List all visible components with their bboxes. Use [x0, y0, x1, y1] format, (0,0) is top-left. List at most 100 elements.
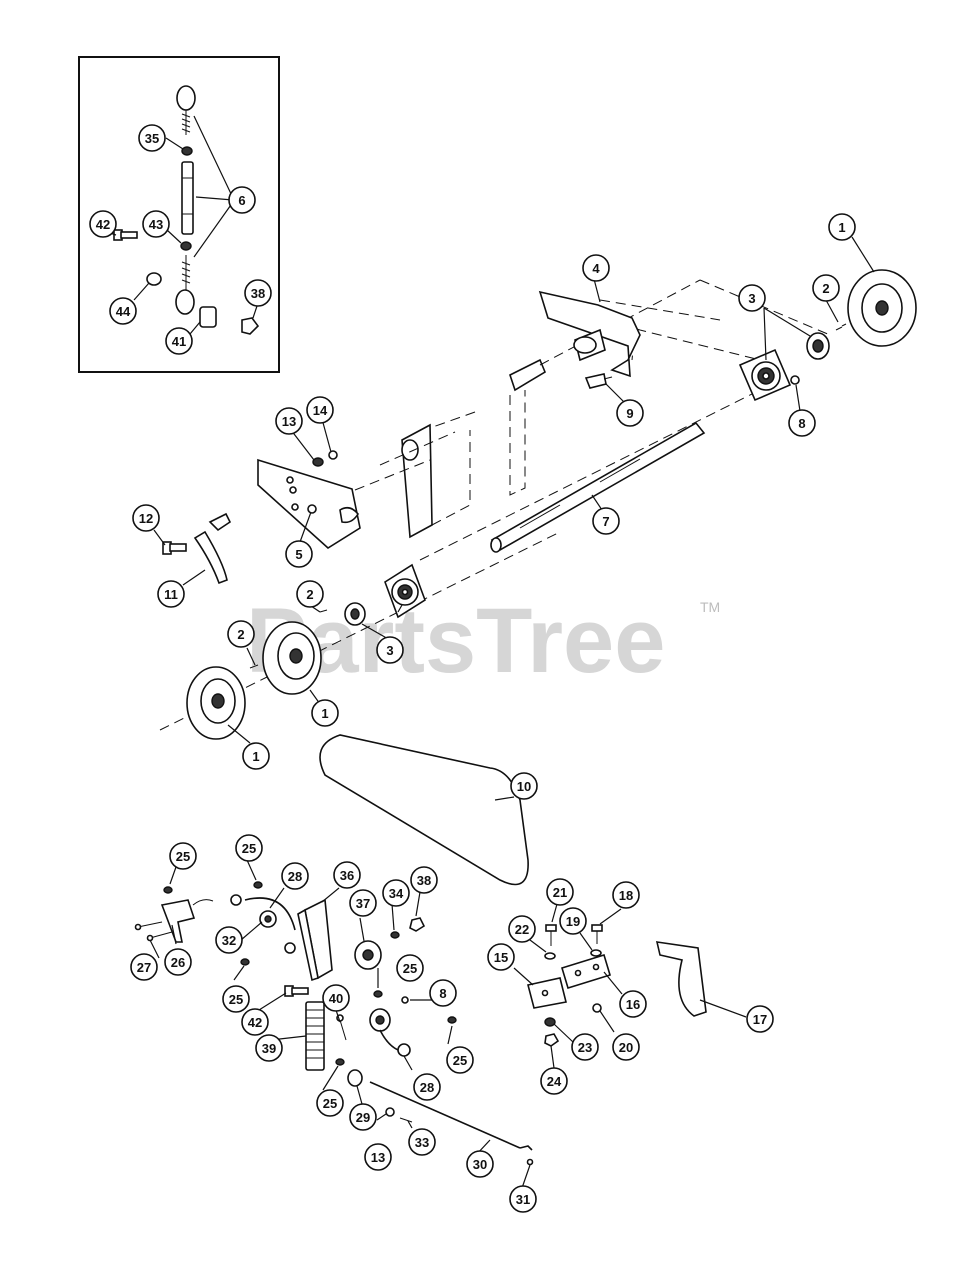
part-callout: 31 [509, 1185, 537, 1213]
callout-label: 25 [453, 1053, 467, 1068]
callout-circle [592, 507, 620, 535]
callout-circle [364, 1143, 392, 1171]
callout-circle [788, 409, 816, 437]
callout-circle [466, 1150, 494, 1178]
callout-circle [410, 866, 438, 894]
pulley-right [847, 269, 917, 347]
washer-14 [328, 450, 338, 460]
bracket-26 [160, 899, 196, 943]
part-callout: 44 [109, 297, 137, 325]
part-callout: 1 [311, 699, 339, 727]
washer-19 [590, 949, 602, 957]
callout-label: 42 [248, 1015, 262, 1030]
callout-label: 3 [386, 643, 393, 658]
callout-circle [828, 213, 856, 241]
pulley-left-lower [186, 666, 246, 740]
callout-circle [215, 926, 243, 954]
nut-23 [544, 1017, 556, 1027]
part-callout: 4 [582, 254, 610, 282]
part-callout: 36 [333, 861, 361, 889]
callout-label: 34 [389, 886, 404, 901]
part-callout: 14 [306, 396, 334, 424]
bracket-11 [193, 512, 232, 585]
shaft-7 [490, 421, 706, 553]
bracket-17 [655, 941, 707, 1017]
callout-label: 25 [242, 841, 256, 856]
belt-10 [319, 734, 529, 886]
part-callout: 2 [296, 580, 324, 608]
turnbuckle-assembly [175, 85, 196, 315]
callout-circle [446, 1046, 474, 1074]
callout-circle [235, 834, 263, 862]
idler-arm-32 [230, 894, 296, 954]
callout-label: 39 [262, 1041, 276, 1056]
callout-circle [89, 210, 117, 238]
inset-spacer-41 [199, 306, 217, 328]
callout-circle [612, 881, 640, 909]
callout-label: 32 [222, 933, 236, 948]
callout-circle [165, 327, 193, 355]
part-callout: 6 [228, 186, 256, 214]
part-callout: 3 [376, 636, 404, 664]
callout-label: 12 [139, 511, 153, 526]
key-left-upper [319, 609, 328, 613]
callout-label: 28 [420, 1080, 434, 1095]
part-callout: 1 [242, 742, 270, 770]
callout-circle [306, 396, 334, 424]
part-callout: 25 [316, 1089, 344, 1117]
nut-8-right [790, 375, 800, 385]
pulley-left-upper [262, 621, 322, 695]
part-callout: 17 [746, 1005, 774, 1033]
nut-13-upper [312, 457, 324, 467]
callout-label: 25 [323, 1096, 337, 1111]
callout-label: 6 [238, 193, 245, 208]
callout-label: 8 [798, 416, 805, 431]
callout-circle [227, 620, 255, 648]
part-callout: 25 [169, 842, 197, 870]
callout-circle [546, 878, 574, 906]
nut-25-f [335, 1058, 345, 1066]
part-callout: 28 [281, 862, 309, 890]
callout-circle [285, 540, 313, 568]
part-callout: 34 [382, 879, 410, 907]
callout-circle [408, 1128, 436, 1156]
callout-circle [157, 580, 185, 608]
callout-circle [222, 985, 250, 1013]
nut-8-lower [401, 996, 409, 1004]
watermark-trademark: TM [700, 599, 720, 615]
part-callout: 30 [466, 1150, 494, 1178]
callout-label: 25 [176, 849, 190, 864]
callout-label: 43 [149, 217, 163, 232]
part-callout: 35 [138, 124, 166, 152]
callout-label: 2 [237, 627, 244, 642]
part-callout: 25 [222, 985, 250, 1013]
leaders [149, 236, 875, 1189]
callout-label: 42 [96, 217, 110, 232]
flange-bearing-left [384, 563, 426, 619]
part-callout: 39 [255, 1034, 283, 1062]
callout-circle [746, 1005, 774, 1033]
callout-label: 8 [439, 986, 446, 1001]
callout-circle [311, 699, 339, 727]
callout-label: 28 [288, 869, 302, 884]
callout-label: 4 [592, 261, 600, 276]
part-callout: 33 [408, 1128, 436, 1156]
callout-circle [376, 636, 404, 664]
callout-label: 26 [171, 955, 185, 970]
callout-circle [540, 1067, 568, 1095]
callout-label: 21 [553, 885, 567, 900]
callout-label: 40 [329, 991, 343, 1006]
callout-label: 30 [473, 1157, 487, 1172]
callout-circle [169, 842, 197, 870]
spring-hook-26 [192, 899, 214, 906]
callout-circle [132, 504, 160, 532]
bracket-4 [538, 290, 641, 378]
callout-label: 7 [602, 514, 609, 529]
callout-label: 1 [252, 749, 259, 764]
callout-circle [296, 580, 324, 608]
callout-circle [571, 1033, 599, 1061]
part-callout: 24 [540, 1067, 568, 1095]
part-callout: 2 [227, 620, 255, 648]
callout-circle [130, 953, 158, 981]
callout-label: 25 [229, 992, 243, 1007]
